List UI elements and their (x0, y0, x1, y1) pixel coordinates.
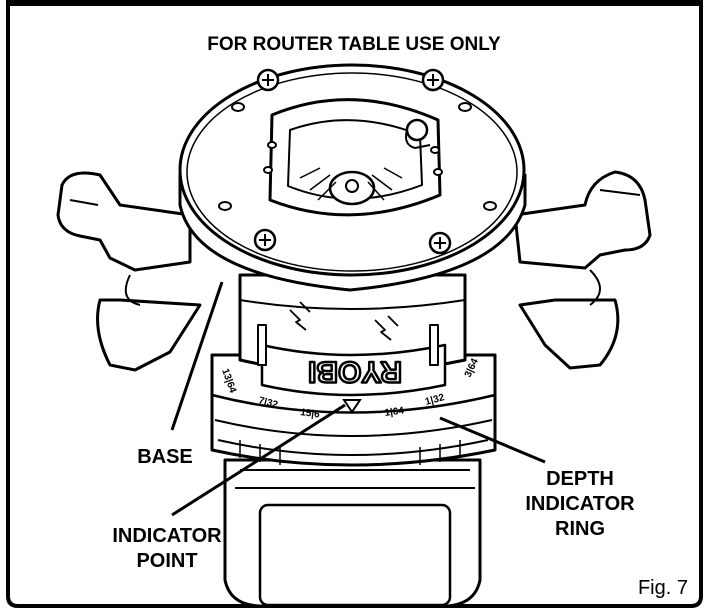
indicator-point-mark (342, 399, 362, 414)
label-base: BASE (137, 446, 193, 468)
brand-logo: RYOBI (308, 355, 402, 388)
left-handle (56, 171, 192, 272)
right-handle (513, 170, 652, 270)
right-handle-grip (518, 298, 620, 370)
label-indicator-point-line2: POINT (136, 550, 197, 572)
figure-number: Fig. 7 (638, 577, 688, 599)
base-leader (170, 281, 224, 431)
depth-ring-leader (439, 416, 546, 464)
label-depth-line2: INDICATOR (525, 493, 635, 515)
label-depth-line3: RING (555, 518, 605, 540)
base-opening (268, 98, 442, 217)
leader-lines (170, 281, 546, 517)
left-handle-grip (96, 298, 202, 372)
label-depth-line1: DEPTH (546, 468, 614, 490)
brand-band (260, 343, 447, 397)
label-indicator-point-line1: INDICATOR (112, 525, 222, 547)
scale-mark-4: 1|64 (384, 405, 405, 419)
scale-mark-2: 7|32 (257, 395, 279, 411)
indicator-point-leader (171, 403, 346, 517)
scale-mark-3: 15|6 (300, 407, 321, 421)
scale-mark-5: 1|32 (424, 392, 446, 408)
header-title: FOR ROUTER TABLE USE ONLY (207, 34, 501, 55)
